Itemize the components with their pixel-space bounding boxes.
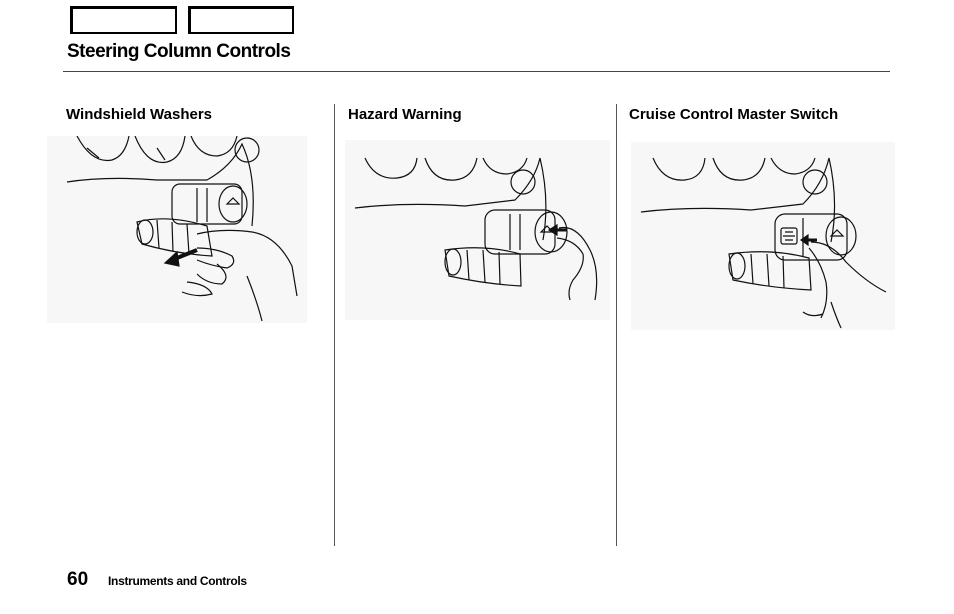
hazard-warning-illustration <box>345 140 610 320</box>
column-divider <box>616 104 617 546</box>
nav-button-previous[interactable] <box>70 6 177 34</box>
page-number: 60 <box>67 569 89 590</box>
heading-windshield-washers: Windshield Washers <box>66 106 213 123</box>
column-divider <box>334 104 335 546</box>
windshield-washer-illustration <box>47 136 307 323</box>
title-divider <box>63 71 890 72</box>
heading-hazard-warning: Hazard Warning <box>348 106 462 123</box>
heading-cruise-control-master-switch: Cruise Control Master Switch <box>629 106 839 123</box>
page-title: Steering Column Controls <box>67 41 291 62</box>
nav-button-next[interactable] <box>188 6 294 34</box>
cruise-control-illustration <box>631 142 895 330</box>
section-name: Instruments and Controls <box>108 574 247 588</box>
